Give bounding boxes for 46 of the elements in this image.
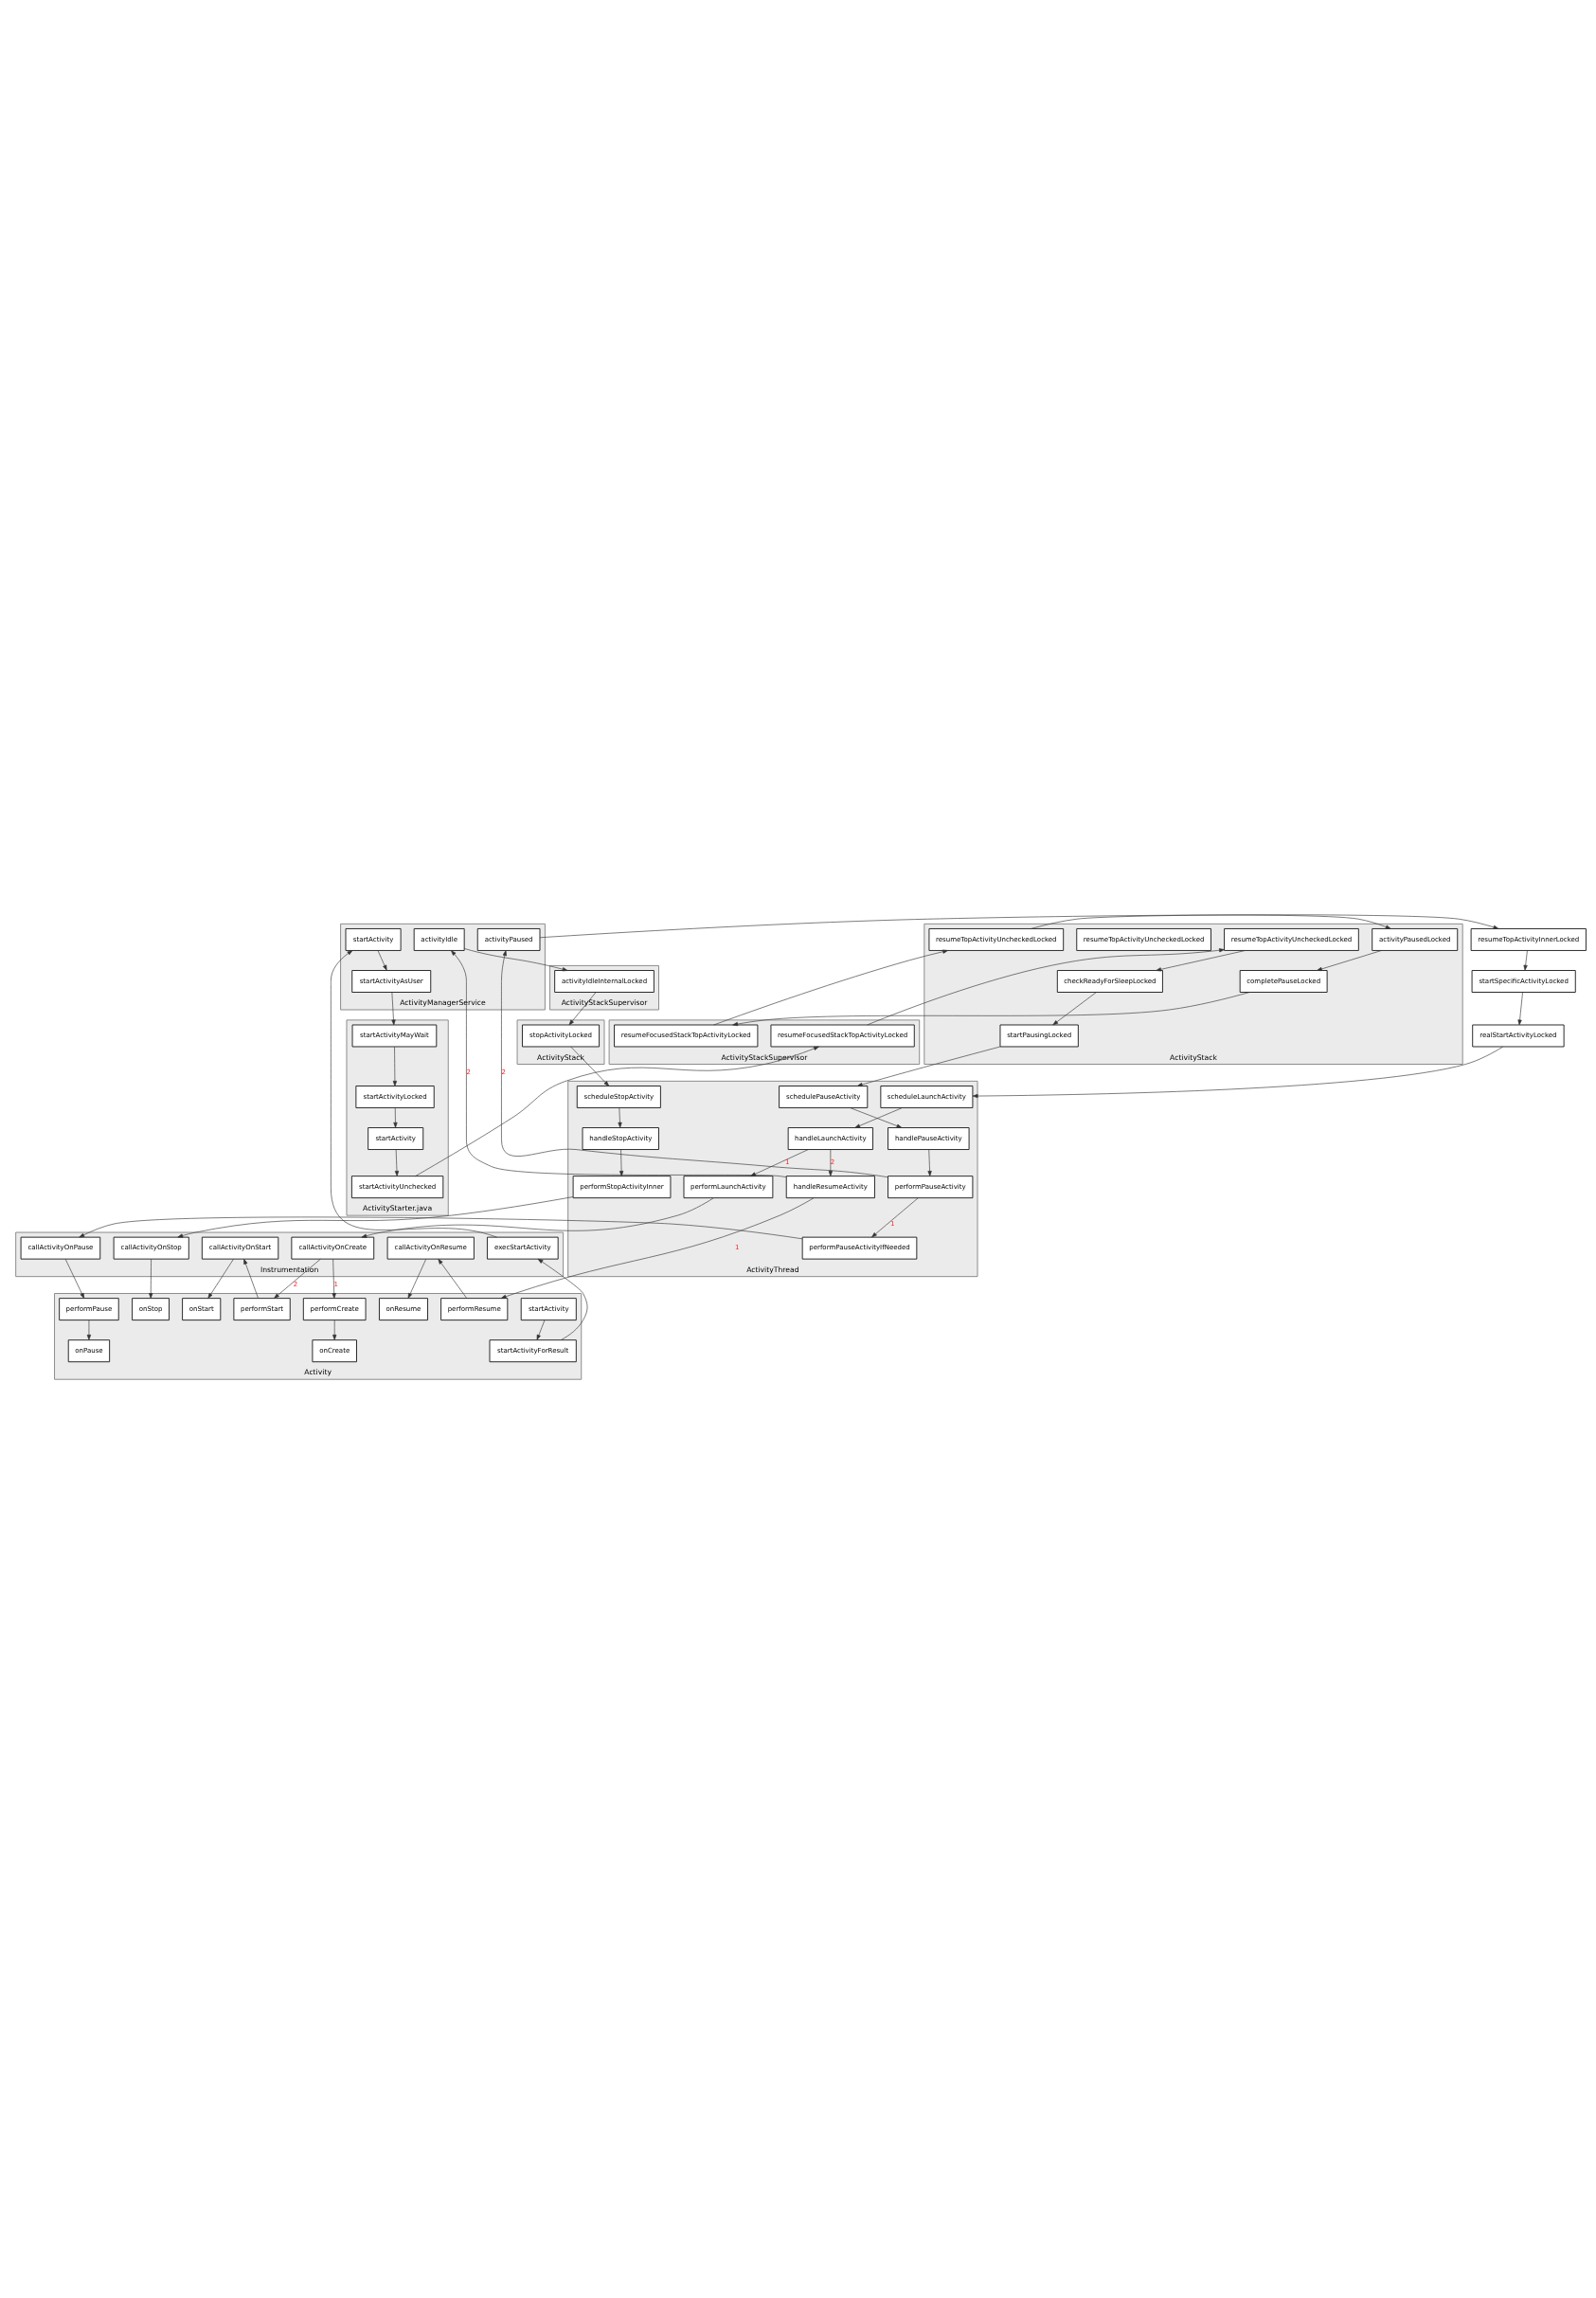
arrow <box>866 947 1225 1025</box>
arrow <box>64 1258 84 1299</box>
arrow <box>392 1106 398 1128</box>
arrow <box>536 1319 545 1340</box>
arrow <box>1051 991 1097 1025</box>
arrow <box>360 1196 714 1238</box>
arrow <box>828 1148 833 1176</box>
arrow <box>86 1319 91 1340</box>
arrow <box>617 1106 622 1128</box>
arrow <box>1523 949 1528 971</box>
arrow <box>712 949 948 1025</box>
arrow <box>242 1258 259 1299</box>
arrow <box>500 1196 814 1299</box>
arrow <box>330 949 497 1237</box>
arrow <box>332 1258 336 1299</box>
arrow <box>500 949 888 1177</box>
arrow <box>176 1195 573 1238</box>
arrow <box>377 949 387 971</box>
arrow <box>206 1258 234 1299</box>
arrow <box>1516 991 1523 1025</box>
arrow <box>731 991 1249 1026</box>
arrow <box>568 991 596 1025</box>
arrow <box>749 1148 808 1176</box>
arrow <box>927 1148 932 1176</box>
arrow <box>390 991 396 1025</box>
arrow <box>407 1258 426 1299</box>
arrow <box>332 1319 336 1340</box>
arrow <box>1155 949 1246 971</box>
arrow <box>437 1258 467 1299</box>
arrow <box>856 1046 1000 1086</box>
arrow <box>1030 913 1498 929</box>
arrow <box>569 1046 609 1086</box>
arrow <box>273 1258 321 1299</box>
arrow <box>450 949 786 1177</box>
arrow <box>414 1046 819 1176</box>
arrow <box>972 1046 1503 1098</box>
arrow <box>148 1258 152 1299</box>
arrow <box>537 1258 587 1340</box>
arrow <box>392 1046 397 1086</box>
arrow <box>539 914 1391 938</box>
arrow <box>78 1216 802 1239</box>
arrow <box>619 1148 623 1176</box>
arrow <box>870 1196 919 1237</box>
arrow <box>394 1148 399 1176</box>
arrow <box>1316 949 1382 971</box>
arrow <box>463 947 567 971</box>
